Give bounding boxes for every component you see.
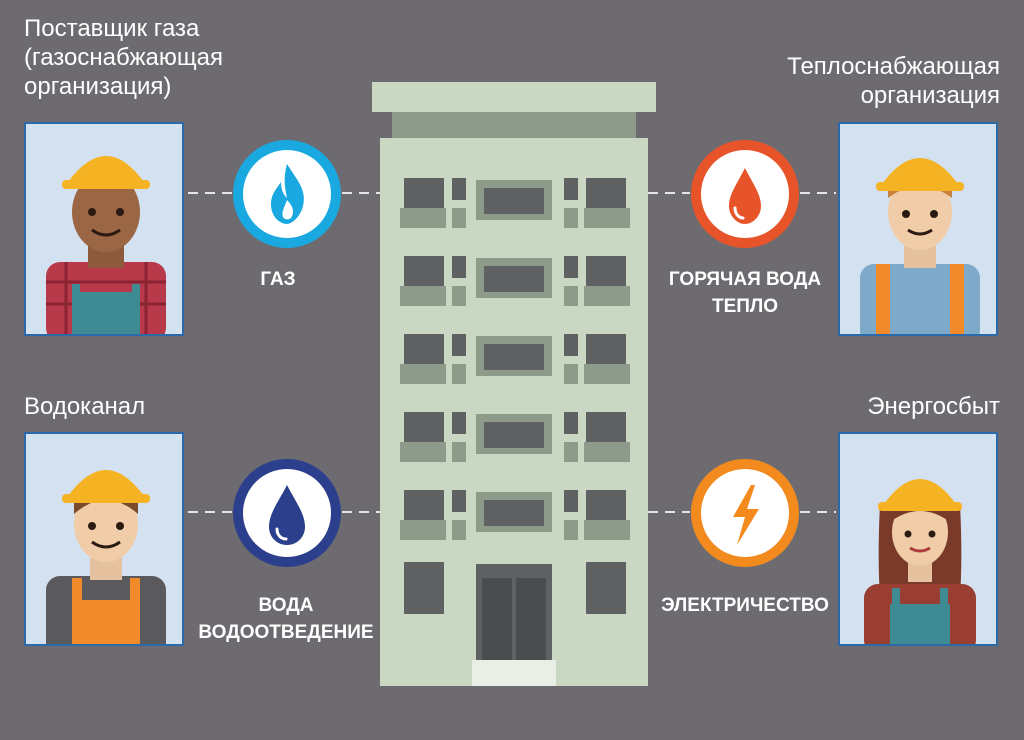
gas-service-circle [233,140,341,248]
power-service-label: ЭЛЕКТРИЧЕСТВО [661,595,829,616]
window-left [404,412,444,446]
balcony-right [584,286,630,306]
heat-service-circle [691,140,799,248]
balcony-right [584,442,630,462]
gas-service-label: ГАЗ [260,269,296,290]
power-worker-avatar [864,479,976,644]
balcony-left [400,364,446,384]
window-center [484,266,544,292]
window-right [586,256,626,290]
window-center [484,500,544,526]
window-center [484,422,544,448]
window-right [586,490,626,524]
balcony-right [584,208,630,228]
window-small-left [452,256,466,278]
power-service-circle [691,459,799,567]
lightning-bolt-icon [733,485,759,545]
window-small-right [564,490,578,512]
power-provider-label: Энергосбыт [867,393,1000,420]
balcony-left [400,208,446,228]
balcony-small-left [452,208,466,228]
window-center [484,188,544,214]
roof-cap [372,82,656,112]
apartment-building [372,82,656,686]
window-left [404,334,444,368]
balcony-small-right [564,364,578,384]
heat-worker-card [838,122,998,336]
window-right [586,334,626,368]
window-left [404,178,444,212]
window-left [404,256,444,290]
gas-provider-label: Поставщик газа (газоснабжающая организац… [24,15,223,100]
window-small-left [452,334,466,356]
window-small-left [452,178,466,200]
window-small-left [452,412,466,434]
balcony-left [400,286,446,306]
hot-water-drop-icon [729,168,761,224]
balcony-small-right [564,520,578,540]
window-small-left [452,490,466,512]
window-right [586,178,626,212]
balcony-small-left [452,520,466,540]
gas-worker-avatar [46,156,166,334]
water-service-label: ВОДА ВОДООТВЕДЕНИЕ [198,595,374,643]
roof-band [392,112,636,138]
ground-window-left [404,562,444,614]
balcony-right [584,364,630,384]
window-small-right [564,256,578,278]
water-worker-avatar [46,470,166,644]
gas-flame-icon [271,164,304,224]
ground-window-right [586,562,626,614]
balcony-left [400,520,446,540]
heat-worker-avatar [860,158,980,334]
heat-provider-label: Теплоснабжающая организация [787,53,1000,109]
window-small-right [564,178,578,200]
balcony-small-right [564,208,578,228]
balcony-left [400,442,446,462]
gas-worker-card [24,122,184,336]
balcony-small-right [564,442,578,462]
entrance-step [472,660,556,686]
balcony-right [584,520,630,540]
window-center [484,344,544,370]
water-worker-card [24,432,184,646]
window-small-right [564,334,578,356]
water-provider-label: Водоканал [24,393,146,420]
water-service-circle [233,459,341,567]
balcony-small-left [452,364,466,384]
heat-service-label: ГОРЯЧАЯ ВОДА ТЕПЛО [668,269,822,317]
power-worker-card [838,432,998,646]
balcony-small-right [564,286,578,306]
balcony-small-left [452,442,466,462]
window-small-right [564,412,578,434]
window-right [586,412,626,446]
balcony-small-left [452,286,466,306]
window-left [404,490,444,524]
